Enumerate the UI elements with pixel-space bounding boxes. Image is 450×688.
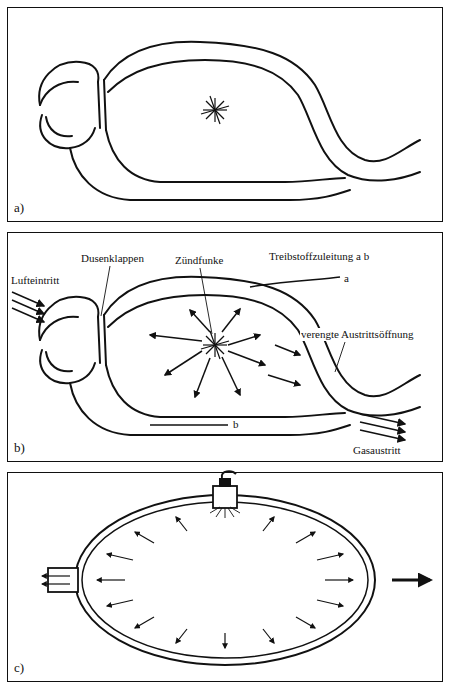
- part-label: Zündfunke: [174, 254, 224, 267]
- part-label: b: [232, 418, 240, 431]
- combustion-vessel: [42, 471, 430, 665]
- figure-panel: a): [7, 7, 443, 222]
- air-inlet-arrows: [12, 292, 44, 322]
- spark-symbol: [201, 96, 229, 124]
- engine-outline: [39, 42, 420, 200]
- part-label: Treibstoffzuleitung a b: [268, 250, 370, 263]
- part-label: verengte Austrittsöffnung: [300, 328, 415, 341]
- part-label: a: [343, 272, 350, 285]
- part-label: Gasaustritt: [352, 444, 402, 457]
- figure-panel: c): [7, 472, 443, 682]
- figure-panel: b): [7, 232, 443, 462]
- leader-lines: [101, 266, 345, 372]
- part-label: Dusenklappen: [80, 252, 145, 265]
- engine-cutaway: [39, 277, 420, 435]
- panel-letter: c): [14, 660, 24, 676]
- gas-outlet-arrows: [360, 414, 405, 440]
- panel-letter: a): [14, 200, 24, 216]
- part-label: Lufteintritt: [10, 274, 60, 287]
- panel-letter: b): [14, 440, 25, 456]
